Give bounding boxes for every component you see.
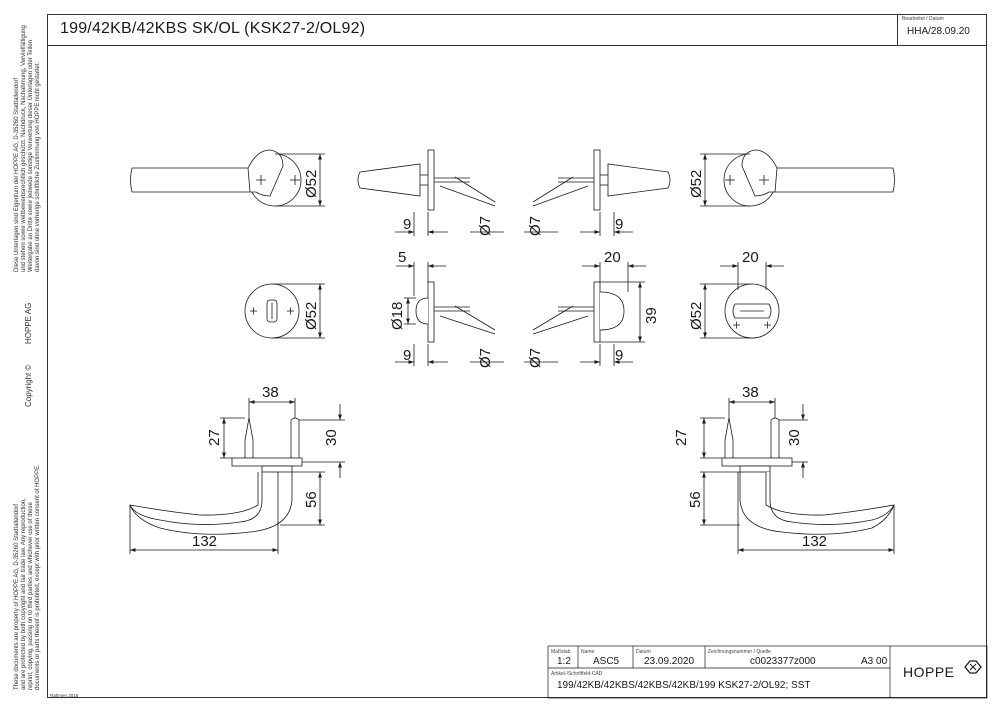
dim-30-2: 30 [786, 429, 803, 446]
lever-side-right [524, 149, 671, 236]
dim-5: 5 [398, 249, 406, 266]
drawing-frame [47, 14, 987, 698]
dim-38-1: 38 [262, 384, 279, 401]
dim-56-1: 56 [303, 491, 320, 508]
title-block [547, 645, 988, 699]
article-value: 199/42KB/42KBS/42KBS/42KB/199 KSK27-2/OL… [557, 680, 811, 691]
rose-side-right [524, 262, 646, 366]
article-label: Artikel-/Schriftfeld-CAD [551, 671, 603, 677]
dim-27-2: 27 [673, 429, 690, 446]
drawing-number-label: Zeichnungsnummer / Quelle [708, 649, 771, 655]
dim-9-2: 9 [615, 216, 623, 233]
hoppe-hexagon-icon [964, 660, 982, 674]
date-value: 23.09.2020 [644, 656, 694, 667]
rose-front-right [700, 262, 784, 339]
date-label: Datum [636, 649, 651, 655]
dim-132-2: 132 [802, 533, 827, 550]
hoppe-arrows-icon [969, 663, 977, 671]
sheet-format: A3 00 [861, 656, 888, 667]
dim-38-2: 38 [742, 384, 759, 401]
lever-front-left [130, 149, 325, 207]
scale-label: Maßstab [551, 649, 571, 655]
dim-9-1: 9 [403, 216, 411, 233]
title-bar [47, 14, 897, 46]
dim-56-2: 56 [687, 491, 704, 508]
drawing-title: 199/42KB/42KBS SK/OL (KSK27-2/OL92) [60, 20, 366, 37]
dim-27-1: 27 [206, 429, 223, 446]
dim-9-3: 9 [403, 347, 411, 364]
dim-20-2: 20 [742, 249, 759, 266]
hoppe-logo: HOPPE [903, 660, 982, 680]
dim-d52-3: Ø52 [303, 302, 320, 330]
dim-d7-1: Ø7 [477, 216, 494, 236]
edited-box [897, 14, 987, 46]
rose-front-left [244, 283, 325, 339]
name-value: ASC5 [593, 656, 620, 667]
drawing-number: c0023377z000 [750, 656, 816, 667]
lever-side-left [357, 149, 504, 236]
dim-d7-3: Ø7 [477, 348, 494, 368]
dim-30-1: 30 [323, 429, 340, 446]
name-label: Name [581, 649, 595, 655]
edited-value: HHA/28.09.20 [907, 26, 970, 37]
dim-d18: Ø18 [389, 302, 406, 330]
dim-d52-2: Ø52 [688, 170, 705, 198]
dim-9-4: 9 [615, 347, 623, 364]
dim-d52-1: Ø52 [303, 170, 320, 198]
hoppe-logo-text: HOPPE [903, 664, 955, 680]
scale-value: 1:2 [557, 656, 571, 667]
lever-top-left [129, 398, 345, 554]
lever-top-right [700, 398, 895, 554]
dim-d7-4: Ø7 [527, 348, 544, 368]
rose-side-left [395, 262, 504, 366]
dim-d52-4: Ø52 [688, 302, 705, 330]
dim-39: 39 [643, 307, 660, 324]
frame-footnote: Rahmen 2018 [50, 693, 79, 698]
lever-front-right [700, 149, 895, 207]
edited-label: Bearbeitet / Datum [902, 16, 944, 22]
dim-20-1: 20 [604, 249, 621, 266]
dim-d7-2: Ø7 [527, 216, 544, 236]
dim-132-1: 132 [192, 533, 217, 550]
